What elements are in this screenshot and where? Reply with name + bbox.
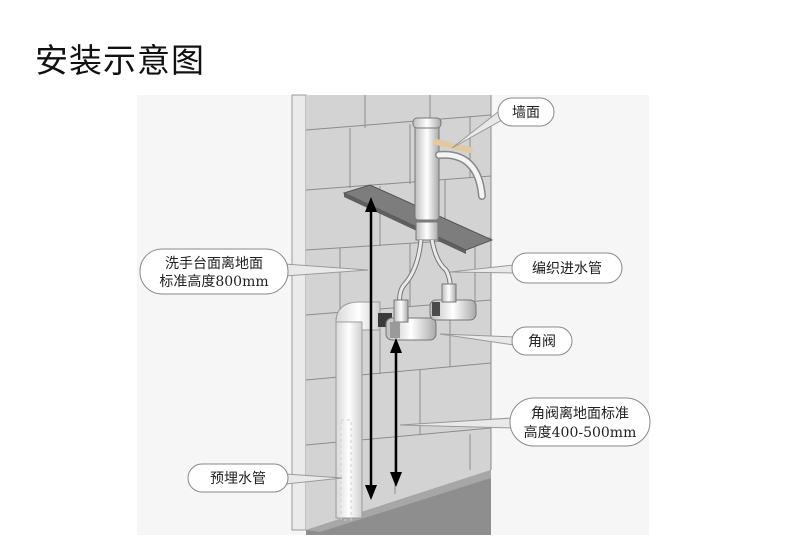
label-wall: 墙面 [512,105,540,121]
callout-basin-height: 洗手台面离地面 标准高度800mm [139,248,289,295]
label-valve-height-line2: 高度400-500mm [524,424,637,441]
leader-lines [284,111,515,485]
label-angle-valve: 角阀 [528,334,556,350]
page-title: 安装示意图 [35,41,205,80]
label-basin-height-line1: 洗手台面离地面 [165,255,263,272]
angle-valves [385,283,477,341]
height-dimension-arrows [365,197,402,500]
callout-wall: 墙面 [497,97,555,127]
label-braided-pipe: 编织进水管 [532,261,602,277]
embedded-pipe [335,301,392,521]
callout-braided-pipe: 编织进水管 [511,252,623,284]
label-valve-height-line1: 角阀离地面标准 [531,405,629,422]
faucet [412,117,486,241]
label-basin-height-line2: 标准高度800mm [159,273,268,290]
callout-valve-height: 角阀离地面标准 高度400-500mm [509,397,651,447]
label-embedded-pipe: 预埋水管 [210,471,266,487]
callout-embedded-pipe: 预埋水管 [187,463,289,493]
callout-angle-valve: 角阀 [511,326,573,356]
